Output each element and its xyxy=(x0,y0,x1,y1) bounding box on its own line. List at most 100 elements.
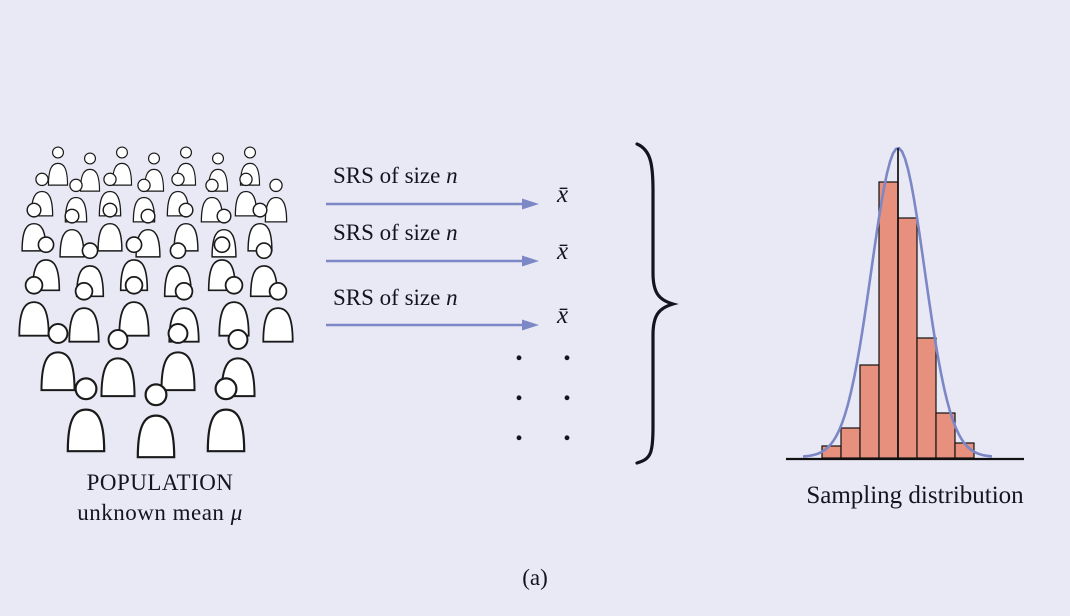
person-figure-part xyxy=(136,414,176,459)
person-figure-part xyxy=(102,202,118,218)
person-figure xyxy=(234,172,258,217)
ellipsis-column-left: . . . xyxy=(513,331,525,451)
histogram-bar xyxy=(897,217,918,459)
person-figure-part xyxy=(264,196,288,223)
person-figure-part xyxy=(268,282,288,301)
person-figure xyxy=(206,377,246,453)
person-figure-part xyxy=(47,162,69,186)
person-figure xyxy=(100,329,136,398)
person-figure-part xyxy=(40,351,76,392)
srs-label-1: SRS of size n xyxy=(333,163,458,189)
population-subtitle-text: unknown mean xyxy=(77,500,231,525)
srs-label-text: SRS of size xyxy=(333,163,447,188)
ellipsis-dot: . xyxy=(515,414,523,447)
mu-symbol: μ xyxy=(230,500,243,525)
person-figure-part xyxy=(205,178,219,193)
figure-caption: (a) xyxy=(522,565,548,590)
person-figure-part xyxy=(144,383,168,407)
person-figure xyxy=(97,202,123,252)
person-figure-part xyxy=(111,162,133,186)
person-figure-part xyxy=(74,282,94,301)
person-figure-part xyxy=(216,208,232,224)
person-figure-part xyxy=(74,377,98,401)
person-figure-part xyxy=(107,329,129,350)
srs-label-2: SRS of size n xyxy=(333,220,458,246)
person-figure-part xyxy=(79,168,101,192)
arrow-head xyxy=(522,319,539,331)
histogram-title: Sampling distribution xyxy=(806,482,1024,509)
person-figure-part xyxy=(211,152,225,165)
srs-arrow-3 xyxy=(326,319,539,331)
arrow-head xyxy=(522,198,539,210)
person-figure xyxy=(79,152,101,192)
person-figure-part xyxy=(178,202,194,218)
srs-arrow-2 xyxy=(326,255,539,267)
person-figure-part xyxy=(118,301,150,337)
person-figure xyxy=(264,178,288,223)
person-figure-part xyxy=(206,408,246,453)
arrow-head xyxy=(522,255,539,267)
srs-label-3: SRS of size n xyxy=(333,285,458,311)
person-figure-part xyxy=(213,236,231,254)
sample-size-symbol: n xyxy=(446,285,458,310)
histogram-bar xyxy=(878,181,899,459)
person-figure xyxy=(118,276,150,337)
srs-arrow-1 xyxy=(326,198,539,210)
person-figure-part xyxy=(124,276,144,295)
person-figure-part xyxy=(83,152,97,165)
person-figure-part xyxy=(59,228,85,258)
person-figure-part xyxy=(255,242,273,260)
ellipsis-dot: . xyxy=(563,374,571,407)
person-figure-part xyxy=(227,329,249,350)
person-figure xyxy=(40,323,76,392)
ellipsis-column-right: . . . xyxy=(561,331,573,451)
person-figure xyxy=(47,146,69,186)
person-figure-part xyxy=(171,172,185,187)
sample-mean-2: x̄ xyxy=(557,238,569,265)
person-figure xyxy=(218,276,250,337)
person-figure-part xyxy=(26,202,42,218)
ellipsis-dot: . xyxy=(563,414,571,447)
brace-path xyxy=(635,142,679,465)
person-figure xyxy=(66,377,106,453)
sample-size-symbol: n xyxy=(446,220,458,245)
sample-mean-3: x̄ xyxy=(557,302,569,329)
sampling-histogram xyxy=(786,146,1024,461)
person-figure-part xyxy=(252,202,268,218)
histogram-bar xyxy=(821,445,842,459)
person-figure-part xyxy=(147,152,161,165)
person-figure-part xyxy=(174,282,194,301)
person-figure xyxy=(160,323,196,392)
ellipsis-dot: . xyxy=(515,374,523,407)
person-figure-part xyxy=(69,178,83,193)
population-title: POPULATION xyxy=(86,470,234,495)
histogram-bar xyxy=(840,427,861,459)
person-figure-part xyxy=(243,146,257,159)
srs-label-text: SRS of size xyxy=(333,220,447,245)
population-subtitle: unknown mean μ xyxy=(10,498,310,528)
person-figure-part xyxy=(35,172,49,187)
person-figure-part xyxy=(218,301,250,337)
sample-mean-1: x̄ xyxy=(557,181,569,208)
person-figure-part xyxy=(24,276,44,295)
person-figure-part xyxy=(125,236,143,254)
person-figure-part xyxy=(37,236,55,254)
person-figure xyxy=(111,146,133,186)
grouping-brace xyxy=(635,142,679,465)
person-figure-part xyxy=(51,146,65,159)
person-figure-part xyxy=(100,357,136,398)
person-figure-part xyxy=(47,323,69,344)
person-figure xyxy=(68,282,100,343)
population-label: POPULATION unknown mean μ xyxy=(10,468,310,528)
ellipsis-dot: . xyxy=(515,334,523,367)
person-figure-part xyxy=(160,351,196,392)
person-figure-part xyxy=(68,307,100,343)
histogram-bar xyxy=(859,364,880,459)
person-figure-part xyxy=(169,242,187,260)
population-crowd-illustration xyxy=(18,146,294,459)
person-figure-part xyxy=(66,408,106,453)
person-figure-part xyxy=(103,172,117,187)
ellipsis-dot: . xyxy=(563,334,571,367)
srs-label-text: SRS of size xyxy=(333,285,447,310)
